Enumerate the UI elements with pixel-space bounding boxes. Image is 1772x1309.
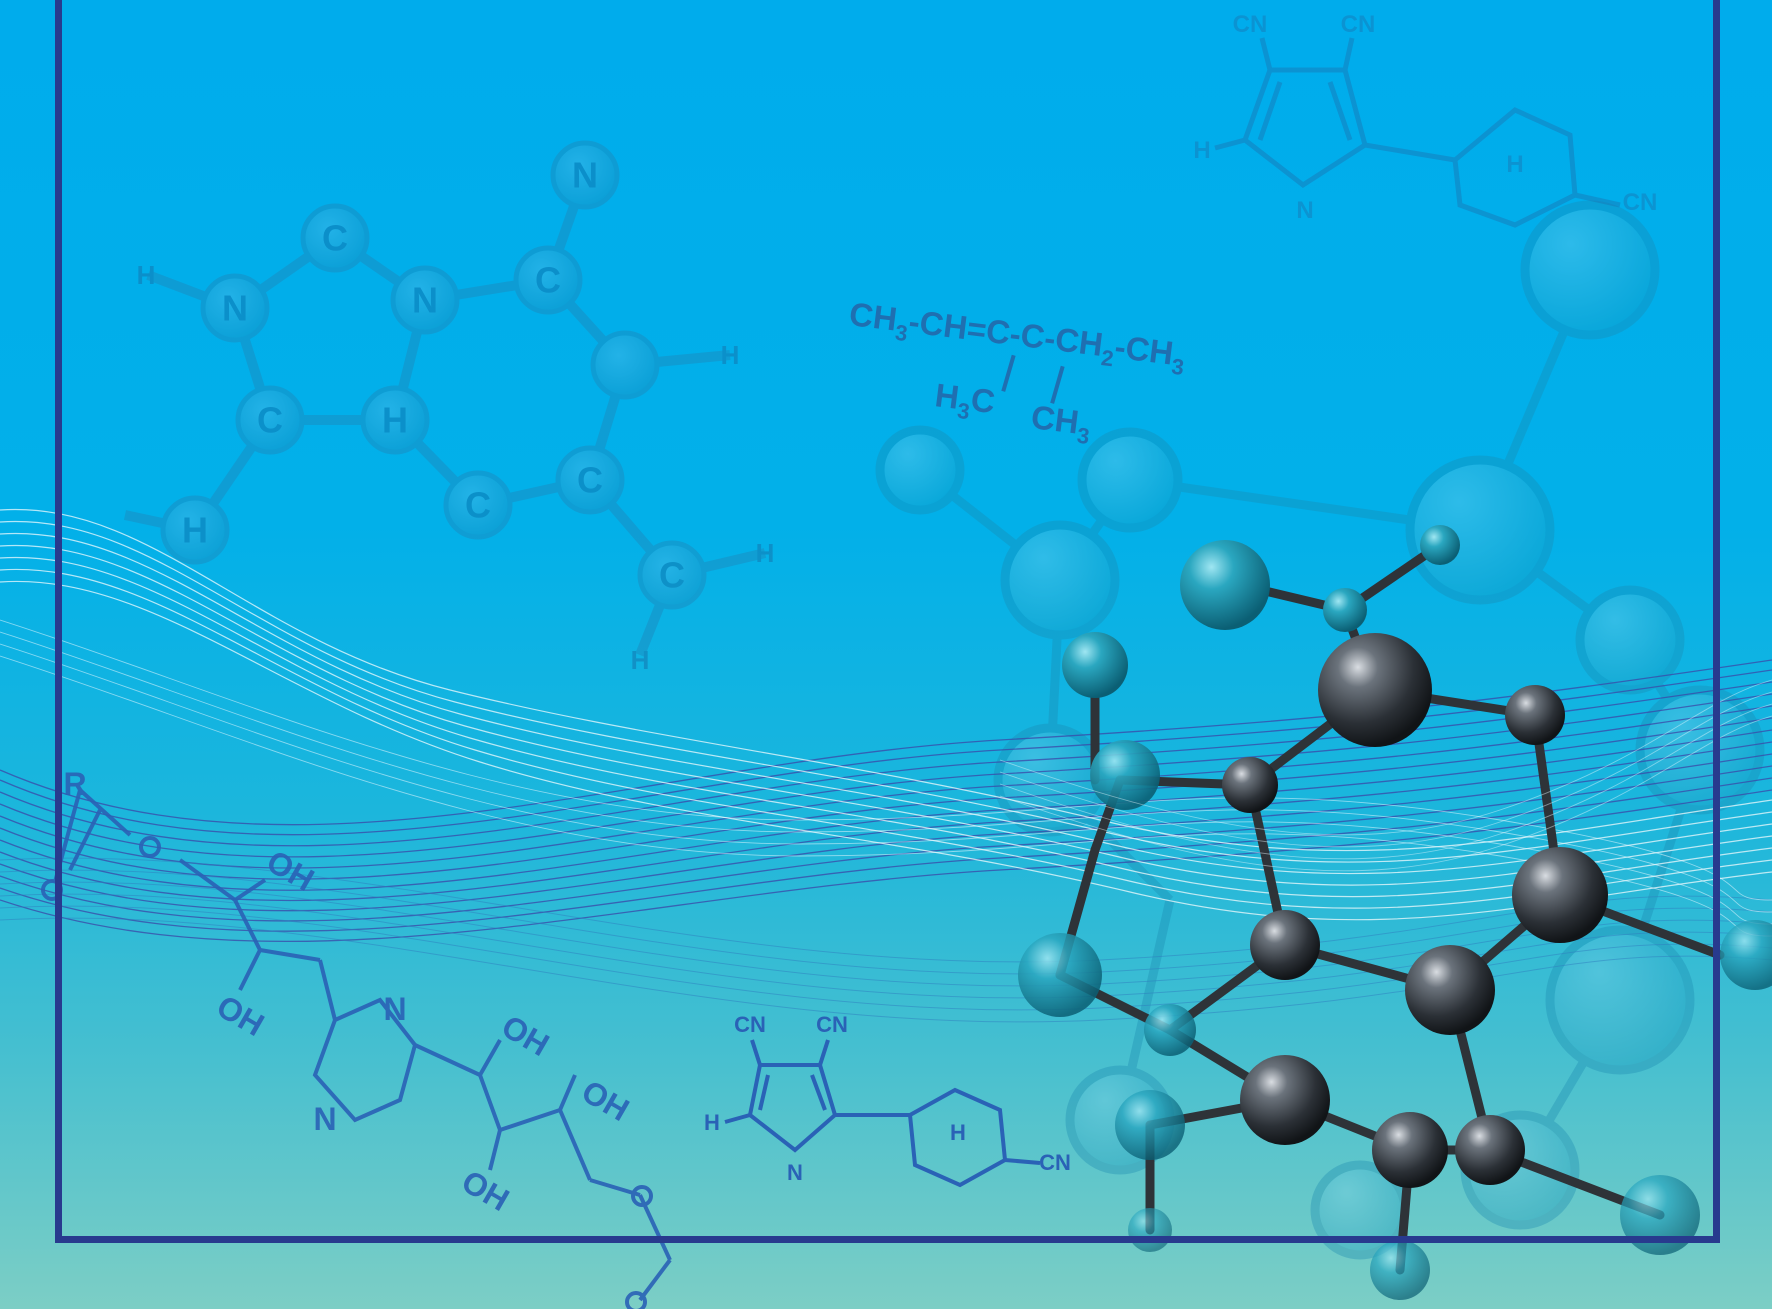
- svg-text:H3C: H3C: [932, 376, 997, 427]
- purine-structure: H N C N C N H C H C C C H H H: [123, 140, 775, 675]
- pyrrole-structure-bottom: CN CN H N H CN: [704, 1012, 1071, 1188]
- pyrrole-structure-top: CN CN H N H CN: [1193, 11, 1658, 228]
- purine-atom-c6: C: [659, 555, 685, 596]
- pyrrole-bottom-cn1: CN: [734, 1012, 766, 1037]
- purine-atom-n2: N: [412, 280, 438, 321]
- pyrrole-top-cn3: CN: [1623, 189, 1658, 216]
- sugar-oh-3: OH: [496, 1008, 556, 1063]
- sugar-oh-5: OH: [576, 1073, 636, 1128]
- sugar-n-2: N: [313, 1101, 336, 1137]
- wave-overlay: [999, 679, 1772, 872]
- wave-white-thin: [0, 619, 1772, 937]
- svg-text:CH3: CH3: [1028, 398, 1093, 449]
- sugar-n-1: N: [383, 991, 406, 1027]
- purine-atom-c2: C: [535, 260, 561, 301]
- wave-white: [0, 508, 1772, 921]
- pyrrole-bottom-cn3: CN: [1039, 1150, 1071, 1175]
- pyrrole-top-cn2: CN: [1341, 11, 1376, 38]
- purine-atom-h4: H: [756, 538, 775, 568]
- purine-atom-n1: N: [222, 288, 248, 329]
- pyrrole-top-n: N: [1296, 197, 1313, 224]
- molecule-model: [1018, 525, 1772, 1300]
- purine-atom-n3: N: [572, 155, 598, 196]
- purine-atom-h1: H: [137, 260, 156, 290]
- pyrrole-bottom-h: H: [704, 1110, 720, 1135]
- purine-atom-h5: H: [631, 645, 650, 675]
- pyrrole-top-cn1: CN: [1233, 11, 1268, 38]
- sugar-structure: R OH OH N N OH OH OH: [41, 766, 672, 1309]
- wave-blue: [0, 659, 1772, 943]
- sugar-oh-4: OH: [456, 1163, 516, 1218]
- purine-atom-c5: C: [577, 460, 603, 501]
- purine-atom-h2: H: [721, 340, 740, 370]
- purine-atom-c3: C: [257, 400, 283, 441]
- pyrrole-top-ring-h: H: [1506, 151, 1523, 178]
- svg-text:CH3-CH=C-C-CH2-CH3: CH3-CH=C-C-CH2-CH3: [846, 295, 1187, 380]
- purine-atom-h3: H: [382, 400, 408, 441]
- sugar-r-label: R: [63, 766, 86, 802]
- pyrrole-bottom-n: N: [787, 1160, 803, 1185]
- purine-atom-c4: C: [465, 485, 491, 526]
- pyrrole-bottom-ring-h: H: [950, 1120, 966, 1145]
- purine-atom-h6: H: [182, 510, 208, 551]
- pyrrole-top-h: H: [1193, 137, 1210, 164]
- pyrrole-bottom-cn2: CN: [816, 1012, 848, 1037]
- purine-atom-c1: C: [322, 218, 348, 259]
- sugar-oh-2: OH: [211, 988, 271, 1043]
